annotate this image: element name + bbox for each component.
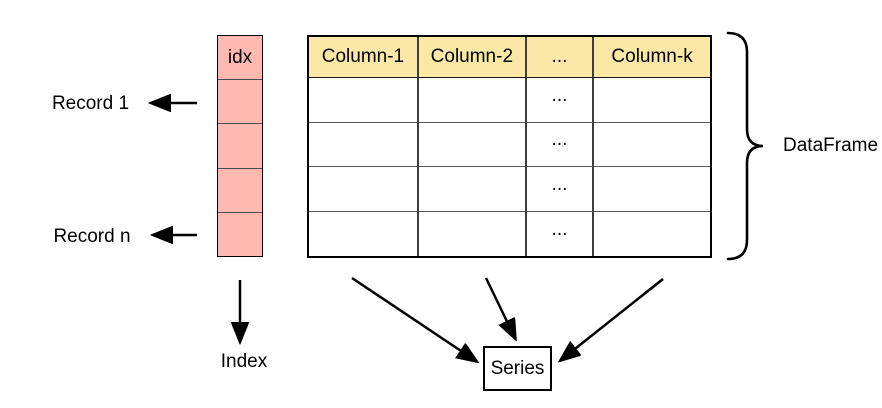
series-arrow-right [561,278,664,360]
table-cell [309,167,419,212]
table-cell [594,78,710,123]
series-arrow-middle [484,277,515,338]
column-header-ellipsis: ... [526,37,595,78]
dataframe-table: Column-1 Column-2 ... Column-k ... ... .… [307,35,712,258]
dataframe-brace [726,31,764,261]
table-cell-ellipsis: ... [526,167,595,212]
ellipsis-text: ... [551,84,568,106]
series-box: Series [483,346,552,391]
index-column-cell [218,79,262,123]
table-cell [594,123,710,167]
ellipsis-text: ... [551,129,568,151]
series-arrow-left [351,276,476,361]
dataframe-label: DataFrame [783,135,879,156]
series-label: Series [490,357,545,379]
table-cell [594,212,710,257]
index-column-cell [218,167,262,212]
table-cell [309,122,419,167]
index-column-cell [218,211,262,256]
record-last-label: Record n [53,226,131,247]
column-header-2: Column-2 [418,37,527,78]
record-first-label: Record 1 [51,93,130,114]
table-cell [419,211,527,256]
index-column: idx [217,35,263,257]
table-cell-ellipsis: ... [526,78,595,123]
ellipsis-text: ... [551,173,568,195]
index-label: Index [220,351,268,372]
table-cell [309,211,419,256]
index-column-cell [218,123,262,167]
index-column-header-cell: idx [227,46,253,68]
table-cell [309,78,419,123]
column-header-1: Column-1 [309,37,419,78]
table-cell [418,122,527,167]
table-cell [418,78,527,123]
table-cell [594,167,710,212]
table-cell [418,167,527,212]
column-header-k: Column-k [594,37,710,78]
ellipsis-text: ... [551,218,568,240]
table-cell-ellipsis: ... [526,122,595,167]
table-cell-ellipsis: ... [527,211,595,256]
